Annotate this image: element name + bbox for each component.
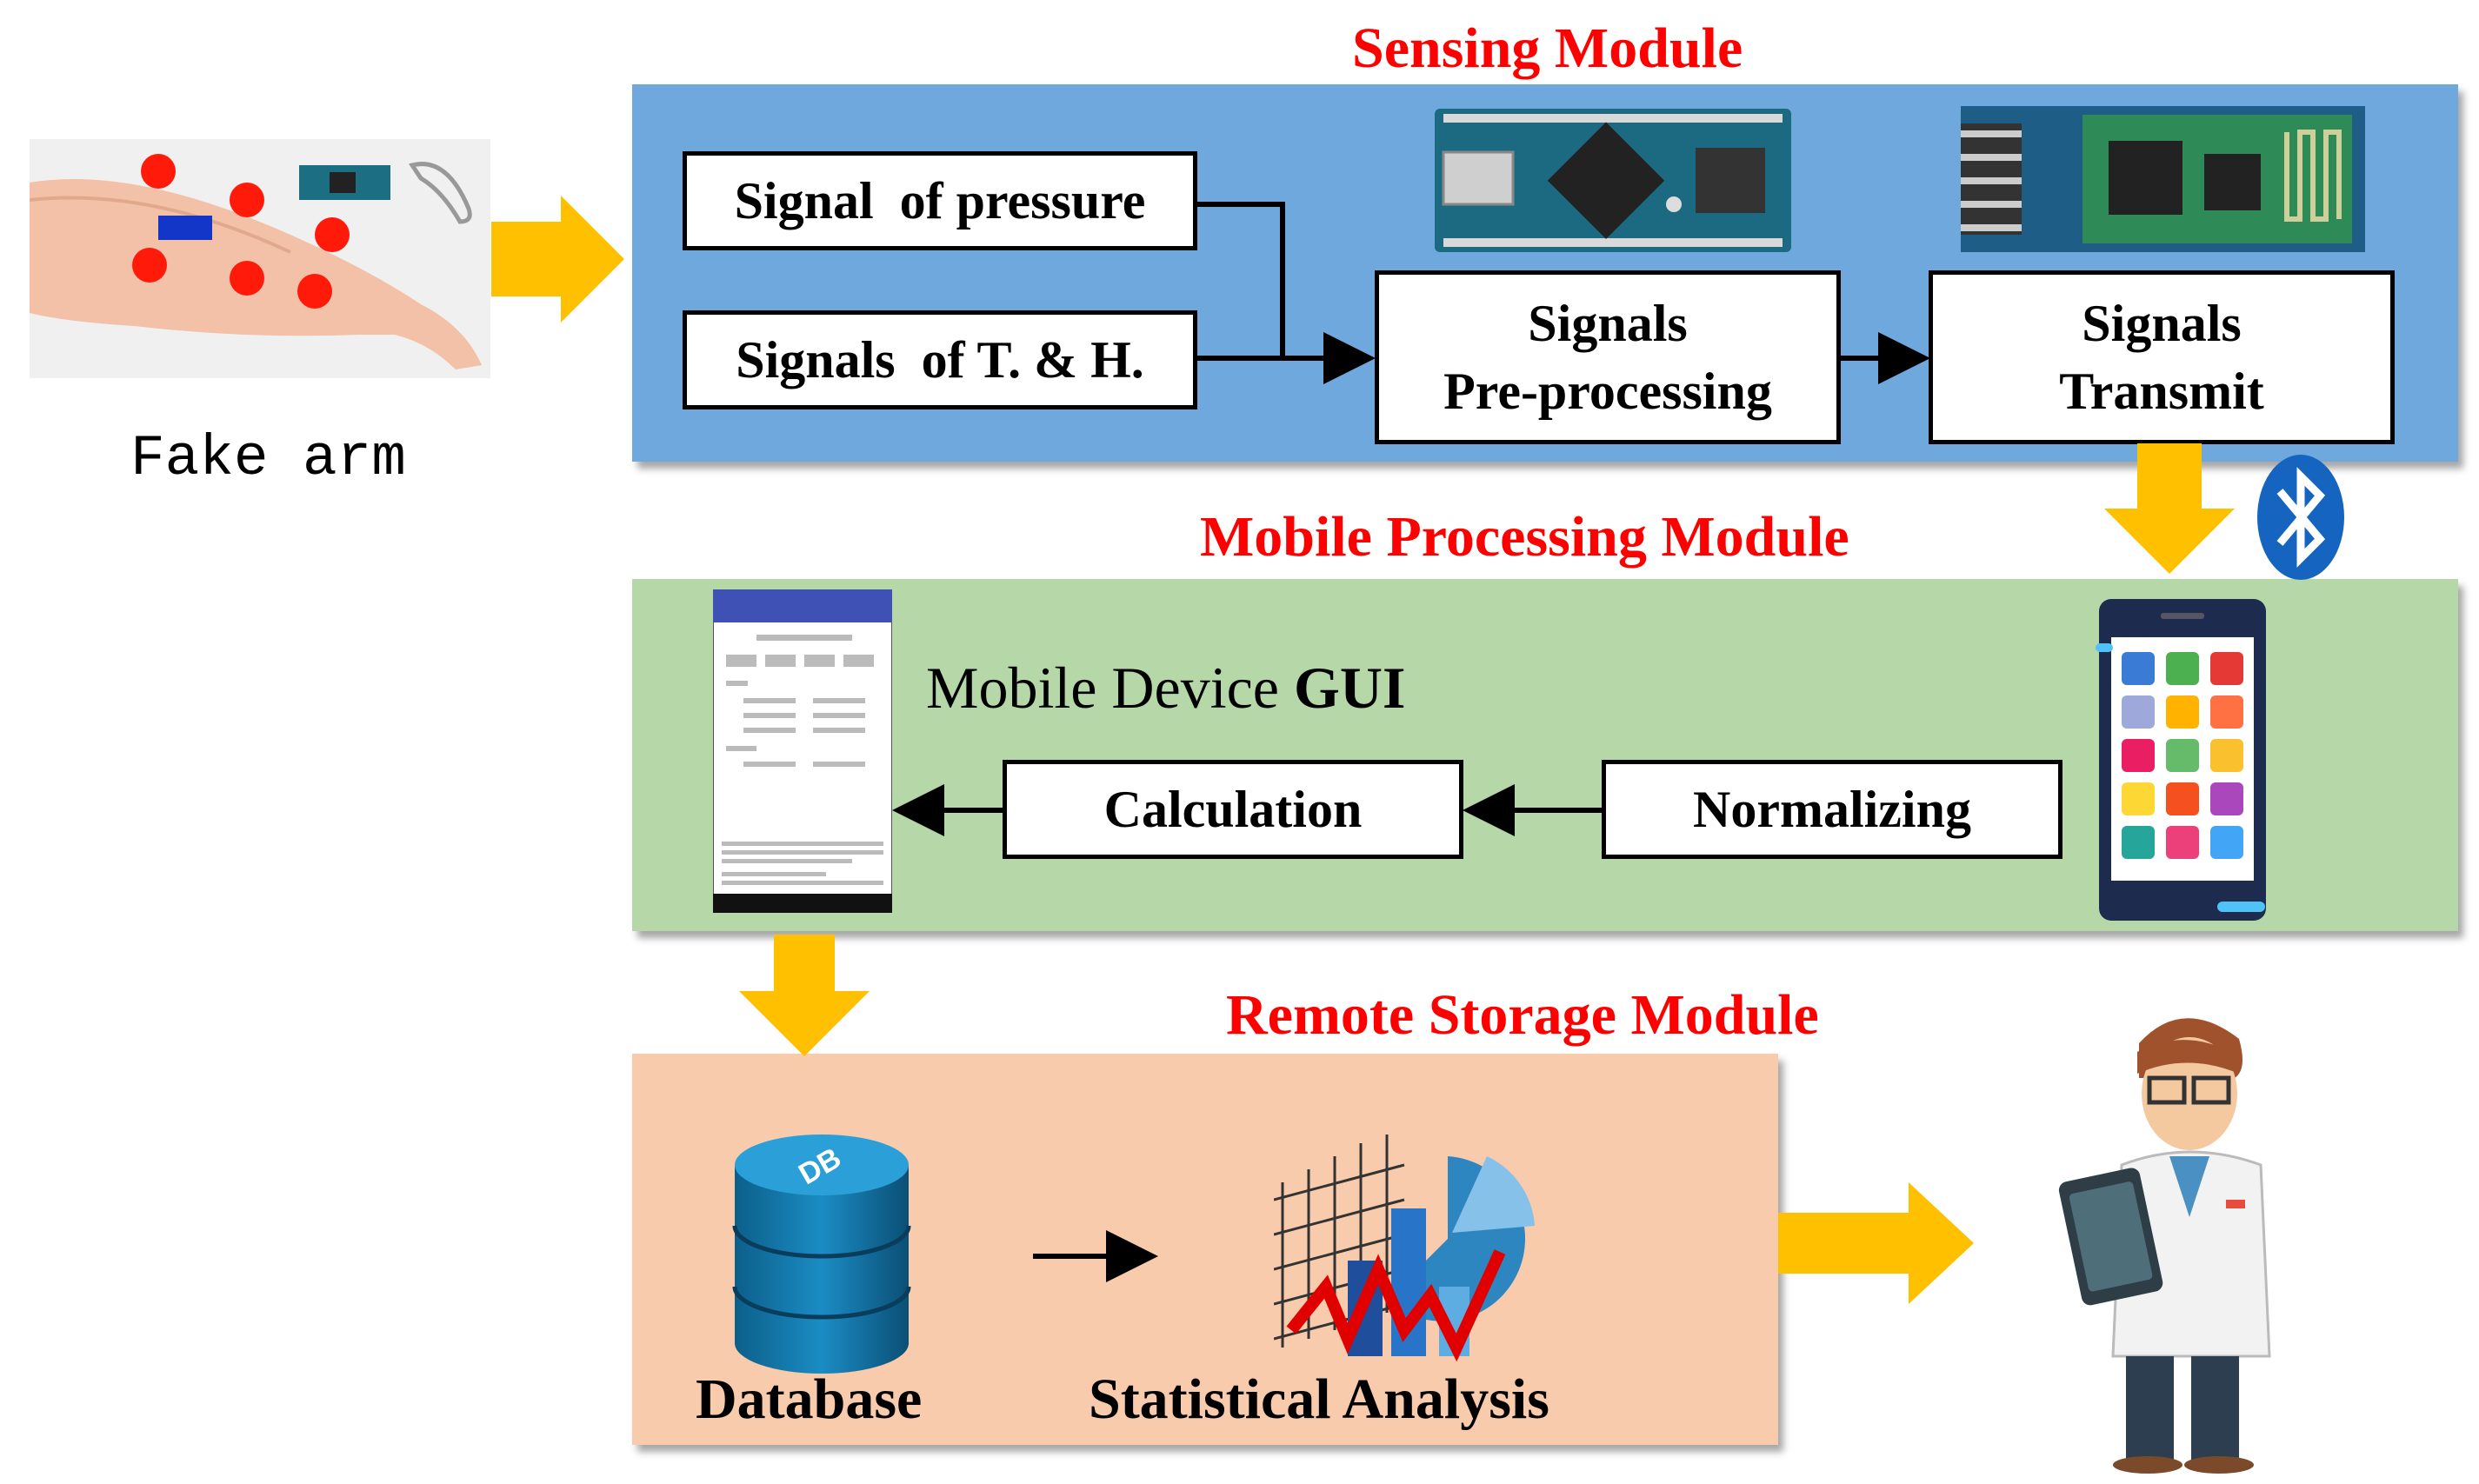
- smartphone-icon: [2096, 596, 2269, 924]
- statistical-analysis-label: Statistical Analysis: [1089, 1368, 1549, 1431]
- calculation-box: Calculation: [1003, 760, 1463, 859]
- transmit-to-phone-arrow: [2104, 443, 2235, 574]
- fake-arm-label: Fake arm: [130, 426, 406, 491]
- arm-to-sensing-arrow: [491, 196, 624, 323]
- pressure-connector: [1197, 202, 1285, 358]
- database-label: Database: [696, 1368, 923, 1431]
- fake-arm-image: [29, 139, 490, 378]
- storage-to-doctor-arrow: [1778, 1182, 1974, 1304]
- sensing-module-title: Sensing Module: [1352, 17, 1743, 80]
- signal-pressure-label: Signal of pressure: [734, 172, 1146, 230]
- signals-transmit-line2: Transmit: [2059, 363, 2264, 420]
- signal-th-label: Signals of T. & H.: [736, 331, 1144, 389]
- signals-preprocessing-line1: Signals: [1528, 295, 1688, 352]
- chart-icon: [1273, 1130, 1561, 1382]
- mobile-gui-label-bold: GUI: [1293, 655, 1406, 721]
- storage-module-title: Remote Storage Module: [1226, 983, 1819, 1047]
- signal-pressure-box: Signal of pressure: [683, 151, 1197, 250]
- bluetooth-module-icon: [1961, 106, 2365, 252]
- calculation-label: Calculation: [1103, 781, 1363, 838]
- signals-transmit-box: Signals Transmit: [1929, 270, 2395, 444]
- normalizing-label: Normalizing: [1693, 781, 1971, 838]
- mobile-gui-label-prefix: Mobile Device: [926, 655, 1294, 721]
- database-icon: DB: [730, 1130, 913, 1378]
- signal-th-box: Signals of T. & H.: [683, 310, 1197, 409]
- mobile-module-title: Mobile Processing Module: [1200, 505, 1849, 569]
- bluetooth-icon: [2254, 452, 2348, 582]
- normalizing-box: Normalizing: [1602, 760, 2063, 859]
- gui-to-database-arrow: [739, 935, 870, 1056]
- doctor-icon: [2052, 991, 2313, 1478]
- arduino-board-icon: [1435, 109, 1791, 252]
- signals-preprocessing-line2: Pre-processing: [1443, 363, 1772, 420]
- mobile-gui-label: Mobile Device GUI: [926, 654, 1405, 722]
- signals-transmit-line1: Signals: [2082, 295, 2242, 352]
- signals-preprocessing-box: Signals Pre-processing: [1375, 270, 1841, 444]
- phone-app-screenshot-icon: [712, 589, 893, 914]
